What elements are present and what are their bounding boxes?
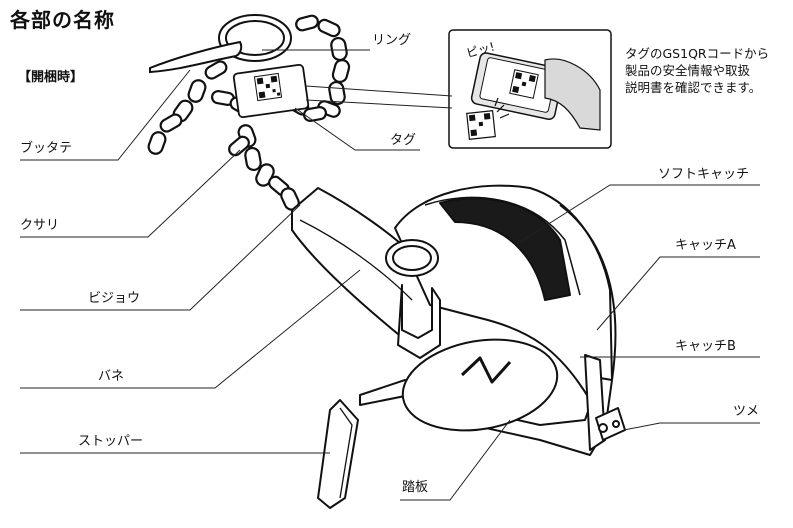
label-soft-catch: ソフトキャッチ bbox=[658, 167, 750, 182]
label-kusari: クサリ bbox=[20, 218, 60, 233]
label-catch-a: キャッチA bbox=[675, 238, 736, 253]
page-subtitle: 【開梱時】 bbox=[18, 70, 84, 85]
inset-note-line-1: タグのGS1QRコードから bbox=[625, 46, 770, 61]
tag-illustration bbox=[232, 63, 310, 119]
label-ring: リング bbox=[372, 33, 412, 48]
trap-body-illustration bbox=[291, 184, 626, 509]
inset-note-line-2: 製品の安全情報や取扱 bbox=[625, 63, 751, 78]
leader-lines bbox=[20, 49, 760, 501]
inset-note: タグのGS1QRコードから 製品の安全情報や取扱 説明書を確認できます。 bbox=[625, 45, 790, 96]
inset-illustration bbox=[448, 29, 612, 149]
chain-illustration bbox=[147, 14, 351, 211]
label-bijou: ビジョウ bbox=[88, 291, 141, 306]
label-tsume: ツメ bbox=[733, 404, 760, 419]
label-tag: タグ bbox=[390, 133, 417, 148]
buttate-illustration bbox=[149, 40, 243, 74]
label-fumiita: 踏板 bbox=[402, 480, 429, 495]
label-stopper: ストッパー bbox=[78, 434, 144, 449]
label-buttate: ブッタテ bbox=[20, 141, 73, 156]
label-catch-b: キャッチB bbox=[675, 339, 736, 354]
label-bane: バネ bbox=[98, 369, 125, 384]
page-title: 各部の名称 bbox=[10, 8, 115, 32]
inset-note-line-3: 説明書を確認できます。 bbox=[625, 80, 762, 95]
